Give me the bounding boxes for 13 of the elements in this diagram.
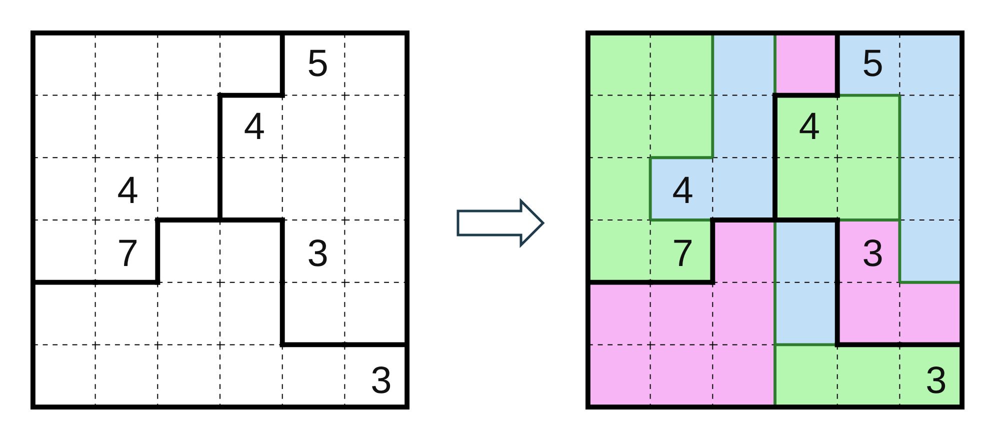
clue-number: 4 <box>798 105 822 150</box>
clue-number: 3 <box>924 358 948 404</box>
clue-number: 4 <box>116 168 140 214</box>
clue-number: 7 <box>116 232 140 277</box>
clue-number: 5 <box>861 42 884 87</box>
clue-number: 3 <box>861 232 884 277</box>
clue-number: 3 <box>306 232 330 277</box>
block-arrow <box>456 198 545 248</box>
clue-number: 4 <box>242 105 266 150</box>
clue-number: 5 <box>306 42 330 87</box>
clue-number: 3 <box>370 358 393 404</box>
clue-number: 7 <box>671 232 694 277</box>
clue-number: 4 <box>671 168 694 214</box>
